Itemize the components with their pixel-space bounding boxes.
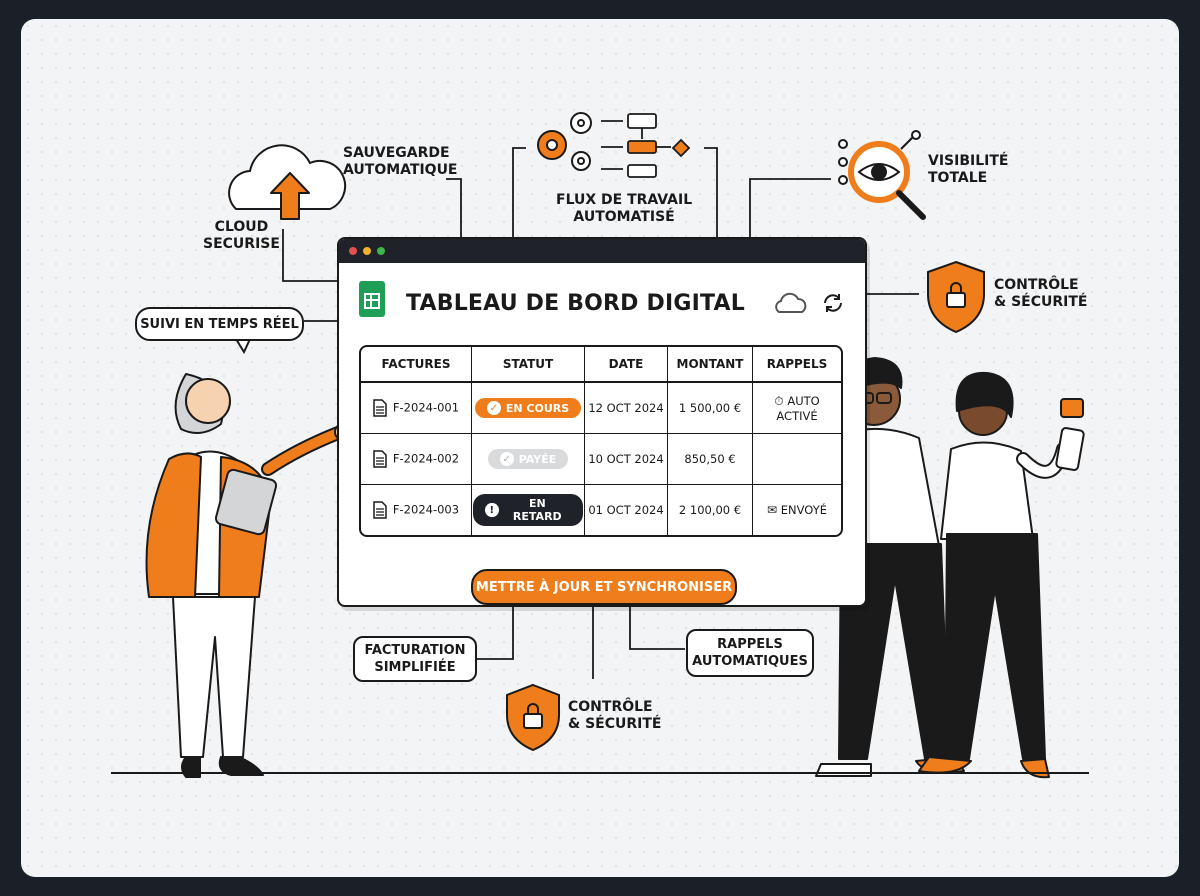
window-titlebar: [339, 239, 865, 263]
invoice-cell: F-2024-001: [361, 383, 472, 434]
workflow-label: FLUX DE TRAVAIL AUTOMATISÉ: [556, 192, 692, 226]
control-top-label-line1: CONTRÔLE: [994, 277, 1079, 293]
status-badge: ✓ EN COURS: [474, 398, 582, 418]
col-header-status[interactable]: STATUT: [472, 347, 585, 383]
status-text: EN RETARD: [512, 497, 562, 523]
workflow-label-line1: FLUX DE TRAVAIL: [556, 192, 693, 208]
illustration-frame: SAUVEGARDE AUTOMATIQUE CLOUD SECURISE FL…: [21, 19, 1179, 877]
shield-lock-bottom-icon: [506, 683, 560, 752]
dashboard-window: TABLEAU DE BORD DIGITAL FACTURES STATUT …: [337, 237, 867, 607]
backup-label: SAUVEGARDE AUTOMATIQUE: [343, 145, 458, 179]
reminder-cell: ✉ ENVOYÉ: [753, 485, 841, 535]
status-text: EN COURS: [505, 401, 570, 415]
visibility-label-line2: TOTALE: [928, 170, 988, 186]
check-circle-icon: ✓: [486, 401, 501, 415]
cloud-upload-icon: [228, 144, 347, 220]
status-badge: ✓ PAYÉE: [487, 449, 569, 469]
amount-cell: 850,50 €: [668, 434, 753, 485]
control-bottom-label-line1: CONTRÔLE: [568, 699, 653, 715]
control-top-label: CONTRÔLE & SÉCURITÉ: [994, 277, 1087, 311]
backup-label-line1: SAUVEGARDE: [343, 145, 450, 161]
flowchart-icon: [601, 113, 691, 178]
invoice-cell: F-2024-002: [361, 434, 472, 485]
control-bottom-label-line2: & SÉCURITÉ: [568, 716, 662, 732]
table-header-row: FACTURES STATUT DATE MONTANT RAPPELS: [361, 347, 841, 383]
amount-cell: 1 500,00 €: [668, 383, 753, 434]
shield-lock-icon: [927, 260, 985, 334]
cloud-icon[interactable]: [773, 292, 809, 314]
col-header-date[interactable]: DATE: [585, 347, 668, 383]
document-icon: [373, 450, 387, 468]
reminder-cell: [753, 434, 841, 485]
cloud-label-line2: SECURISE: [203, 236, 280, 252]
spreadsheet-icon: [359, 281, 385, 317]
window-minimize-dot[interactable]: [363, 247, 371, 255]
reminders-label-line2: AUTOMATIQUES: [692, 654, 808, 669]
realtime-tracking-bubble: SUIVI EN TEMPS RÉEL: [135, 307, 304, 341]
reminders-box: RAPPELS AUTOMATIQUES: [686, 629, 814, 677]
date-cell: 12 OCT 2024: [585, 383, 668, 434]
status-cell: ! EN RETARD: [472, 485, 585, 535]
reminders-label-line1: RAPPELS: [717, 637, 783, 652]
reminder-cell: ⏱ AUTO ACTIVÉ: [753, 383, 841, 434]
reminder-text: AUTO ACTIVÉ: [776, 393, 820, 423]
table-row[interactable]: F-2024-001 ✓ EN COURS 12 OCT 2024 1 500,0…: [361, 383, 841, 434]
dashboard-title: TABLEAU DE BORD DIGITAL: [406, 291, 745, 316]
cloud-label: CLOUD SECURISE: [203, 219, 280, 253]
table-row[interactable]: F-2024-003 ! EN RETARD 01 OCT 2024 2 100,…: [361, 485, 841, 535]
col-header-amount[interactable]: MONTANT: [668, 347, 753, 383]
backup-label-line2: AUTOMATIQUE: [343, 162, 458, 178]
control-top-label-line2: & SÉCURITÉ: [994, 294, 1088, 310]
invoice-number: F-2024-002: [392, 451, 460, 466]
date-cell: 01 OCT 2024: [585, 485, 668, 535]
status-badge: ! EN RETARD: [473, 494, 583, 526]
visibility-label-line1: VISIBILITÉ: [928, 153, 1009, 169]
billing-label-line1: FACTURATION: [364, 643, 466, 658]
col-header-reminders[interactable]: RAPPELS: [753, 347, 841, 383]
workflow-gears-icon: [537, 112, 592, 171]
connector-lines: [145, 112, 1085, 779]
update-sync-button[interactable]: METTRE À JOUR ET SYNCHRONISER: [471, 569, 737, 605]
invoice-number: F-2024-001: [392, 400, 460, 415]
alert-circle-icon: !: [485, 503, 499, 517]
invoice-number: F-2024-003: [392, 502, 460, 517]
sync-icon[interactable]: [821, 291, 845, 315]
person-right-illustration: [918, 371, 1085, 779]
amount-cell: 2 100,00 €: [668, 485, 753, 535]
col-header-invoices[interactable]: FACTURES: [361, 347, 472, 383]
reminder-text: ENVOYÉ: [780, 503, 827, 517]
table-row[interactable]: F-2024-002 ✓ PAYÉE 10 OCT 2024 850,50 €: [361, 434, 841, 485]
status-text: PAYÉE: [518, 452, 557, 466]
cloud-label-line1: CLOUD: [214, 219, 269, 235]
window-maximize-dot[interactable]: [377, 247, 385, 255]
document-icon: [373, 501, 387, 519]
invoice-table: FACTURES STATUT DATE MONTANT RAPPELS F-2…: [359, 345, 843, 537]
mail-icon: ✉: [767, 503, 778, 517]
status-cell: ✓ EN COURS: [472, 383, 585, 434]
visibility-label: VISIBILITÉ TOTALE: [928, 153, 1008, 187]
person-left-illustration: [145, 373, 352, 778]
document-icon: [373, 399, 387, 417]
billing-box: FACTURATION SIMPLIFIÉE: [353, 636, 477, 682]
ground-line: [111, 772, 1089, 774]
billing-label-line2: SIMPLIFIÉE: [374, 660, 456, 675]
window-close-dot[interactable]: [349, 247, 357, 255]
realtime-tracking-label: SUIVI EN TEMPS RÉEL: [140, 316, 299, 332]
control-bottom-label: CONTRÔLE & SÉCURITÉ: [568, 699, 661, 733]
timer-icon: ⏱: [774, 393, 784, 408]
eye-magnifier-icon: [838, 130, 926, 220]
invoice-cell: F-2024-003: [361, 485, 472, 535]
workflow-label-line2: AUTOMATISÉ: [573, 209, 675, 225]
check-circle-icon: ✓: [499, 452, 514, 466]
status-cell: ✓ PAYÉE: [472, 434, 585, 485]
date-cell: 10 OCT 2024: [585, 434, 668, 485]
